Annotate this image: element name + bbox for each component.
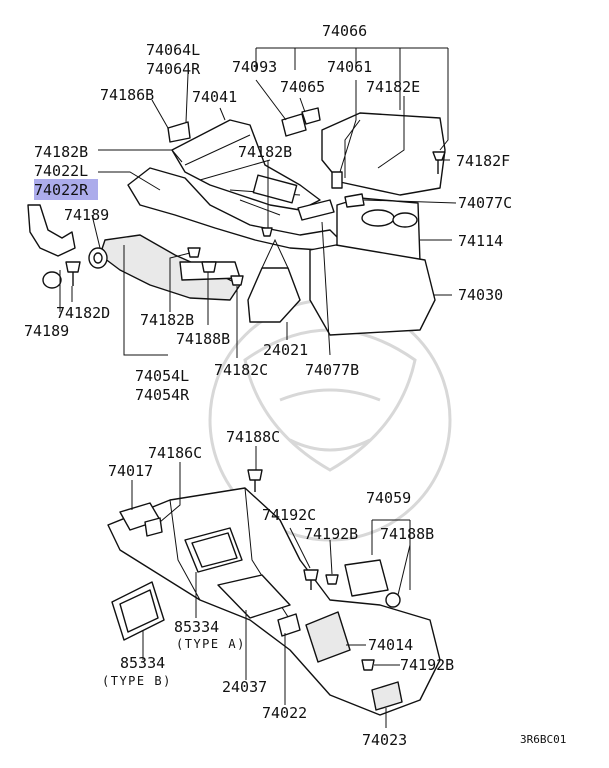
bolt-74182D	[65, 261, 81, 286]
label-74054L[interactable]: 74054L	[135, 367, 189, 385]
label-74064L[interactable]: 74064L	[146, 41, 200, 59]
cap-74189	[42, 271, 62, 289]
label-24021[interactable]: 24021	[263, 341, 308, 359]
armrest-base	[309, 244, 436, 336]
armrest-lid	[321, 112, 446, 196]
duct-74022R	[27, 204, 76, 257]
label-74022R[interactable]: 74022R	[34, 181, 89, 199]
label-74014[interactable]: 74014	[368, 636, 413, 654]
label-74077C[interactable]: 74077C	[458, 194, 512, 212]
label-74022[interactable]: 74022	[262, 704, 307, 722]
bolt-74192C	[303, 569, 319, 590]
label-74192B-lower[interactable]: 74192B	[400, 656, 454, 674]
clip-74188B	[201, 261, 217, 273]
label-74186B[interactable]: 74186B	[100, 86, 154, 104]
clip-74188B-lower	[385, 592, 401, 608]
label-74182D[interactable]: 74182D	[56, 304, 110, 322]
label-74054R[interactable]: 74054R	[135, 386, 190, 404]
latch-74061	[331, 171, 343, 189]
label-type-b: (TYPE B)	[102, 674, 172, 688]
clip-74188C	[247, 469, 263, 492]
label-type-a: (TYPE A)	[176, 637, 246, 651]
shift-boot	[247, 267, 301, 323]
switch-74023	[371, 681, 403, 711]
part-number-labels: 74066 74064L 74064R 74093 74061 74065 74…	[24, 22, 566, 749]
hinge-74093	[281, 113, 307, 137]
label-74065[interactable]: 74065	[280, 78, 325, 96]
label-74059[interactable]: 74059	[366, 489, 411, 507]
connector-74022	[277, 613, 301, 637]
label-74182E[interactable]: 74182E	[366, 78, 420, 96]
label-74030[interactable]: 74030	[458, 286, 503, 304]
label-74023[interactable]: 74023	[362, 731, 407, 749]
module-74014	[305, 611, 351, 663]
bolt-74192B-lower	[361, 659, 375, 671]
label-74017[interactable]: 74017	[108, 462, 153, 480]
bolt-74182C	[230, 275, 244, 286]
label-74188B-lower[interactable]: 74188B	[380, 525, 434, 543]
label-74192B-upper[interactable]: 74192B	[304, 525, 358, 543]
label-74188B-upper[interactable]: 74188B	[176, 330, 230, 348]
clip-74186B	[167, 121, 191, 143]
label-74022L[interactable]: 74022L	[34, 162, 88, 180]
bolt-74192B	[325, 574, 339, 585]
bolt-74182B	[187, 247, 201, 258]
cap-74077C	[344, 193, 365, 208]
bracket-74059	[344, 559, 389, 597]
label-74066[interactable]: 74066	[322, 22, 367, 40]
lower-leader-lines	[131, 446, 411, 728]
label-74041[interactable]: 74041	[192, 88, 237, 106]
bolt-74182B-2	[261, 227, 273, 237]
label-74189-upper[interactable]: 74189	[64, 206, 109, 224]
selected-part-highlight	[34, 179, 98, 200]
label-74061[interactable]: 74061	[327, 58, 372, 76]
label-74077B[interactable]: 74077B	[305, 361, 359, 379]
upper-console-parts	[27, 107, 446, 336]
label-74182F[interactable]: 74182F	[456, 152, 510, 170]
label-74189-lower[interactable]: 74189	[24, 322, 69, 340]
label-24037[interactable]: 24037	[222, 678, 267, 696]
clip-74186C	[144, 517, 163, 537]
label-85334-type-b[interactable]: 85334	[120, 654, 165, 672]
label-74182B-mid[interactable]: 74182B	[140, 311, 194, 329]
trim-74077B	[297, 199, 335, 221]
label-74114[interactable]: 74114	[458, 232, 503, 250]
label-74186C[interactable]: 74186C	[148, 444, 202, 462]
reference-code: 3R6BC01	[520, 733, 566, 746]
label-85334-type-a[interactable]: 85334	[174, 618, 219, 636]
label-74188C[interactable]: 74188C	[226, 428, 280, 446]
label-74182B-top-center[interactable]: 74182B	[238, 143, 292, 161]
upper-leader-lines	[59, 47, 457, 358]
label-74192C[interactable]: 74192C	[262, 506, 316, 524]
cup-holder-opening	[252, 174, 298, 204]
lower-console-parts	[107, 469, 441, 716]
label-74064R[interactable]: 74064R	[146, 60, 201, 78]
label-74182B-top-left[interactable]: 74182B	[34, 143, 88, 161]
tray-24037	[217, 574, 291, 619]
label-74093[interactable]: 74093	[232, 58, 277, 76]
hinge-74065	[301, 107, 321, 125]
label-74182C[interactable]: 74182C	[214, 361, 268, 379]
